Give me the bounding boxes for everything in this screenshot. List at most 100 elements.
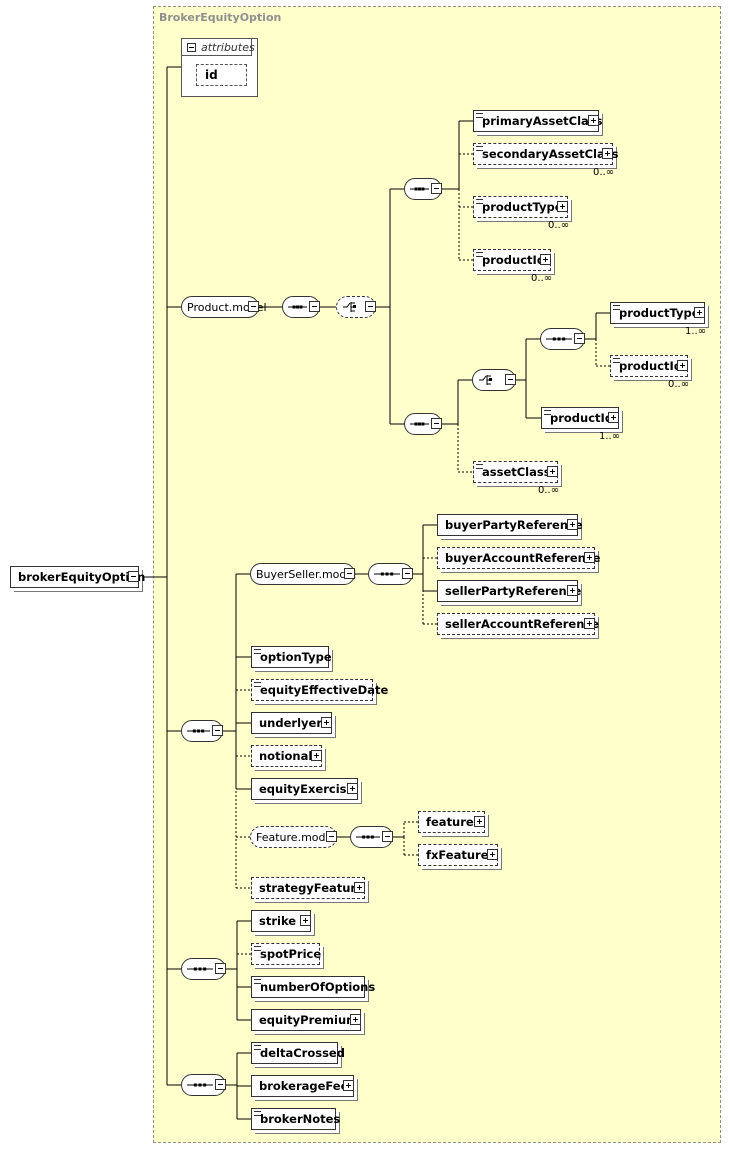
element-sellerAccountReference[interactable]: sellerAccountReference [437,613,599,635]
node-label: strike [259,914,297,928]
element-brokerageFee[interactable]: brokerageFee [251,1075,354,1097]
element-brokerEquityOption[interactable]: brokerEquityOption [10,566,145,588]
expand-icon[interactable] [321,717,332,728]
documentation-icon [254,979,261,984]
element-buyerAccountReference[interactable]: buyerAccountReference [437,547,600,569]
element-numberOfOptions[interactable]: numberOfOptions [251,976,375,998]
sequence-icon [356,835,380,839]
element-notional[interactable]: notional [251,745,322,767]
documentation-icon [613,305,620,310]
collapse-icon[interactable] [431,183,442,194]
collapse-icon[interactable] [212,725,223,736]
element-strike[interactable]: strike [251,910,311,932]
expand-icon[interactable] [540,254,551,265]
cardinality-label: 0..∞ [548,220,570,231]
element-spotPrice[interactable]: spotPrice [251,943,321,965]
node-label: underlyer [259,716,322,730]
node-label: equityExercise [259,782,355,796]
expand-icon[interactable] [547,466,558,477]
node-label: optionType [260,650,332,664]
expand-icon[interactable] [557,201,568,212]
expand-icon[interactable] [677,360,688,371]
choice-icon [479,375,492,385]
expand-icon[interactable] [474,816,485,827]
collapse-icon[interactable] [215,1079,226,1090]
element-sellerPartyReference[interactable]: sellerPartyReference [437,580,581,602]
node-label: Feature.model [256,831,336,844]
node-label: Product.model [187,301,267,314]
expand-icon[interactable] [300,915,311,926]
group-Feature.model[interactable]: Feature.model [250,826,337,848]
element-deltaCrossed[interactable]: deltaCrossed [251,1042,345,1064]
collapse-icon[interactable] [365,301,376,312]
expand-icon[interactable] [350,1014,361,1025]
element-productId[interactable]: productId [473,249,551,271]
element-brokerNotes[interactable]: brokerNotes [251,1108,340,1130]
documentation-icon [476,199,483,204]
documentation-icon [476,113,483,118]
element-fxFeature[interactable]: fxFeature [418,844,498,866]
sequence-icon [410,422,429,426]
collapse-icon[interactable] [248,301,259,312]
collapse-icon[interactable] [382,831,393,842]
sequence-icon [374,572,400,576]
collapse-icon[interactable] [505,374,516,385]
expand-icon[interactable] [602,148,613,159]
expand-icon[interactable] [588,115,599,126]
node-label: productType [482,200,563,214]
attributes-label: attributes [201,41,255,54]
element-equityPremium[interactable]: equityPremium [251,1009,361,1031]
expand-icon[interactable] [347,783,358,794]
element-secondaryAssetClass[interactable]: secondaryAssetClass [473,143,618,165]
collapse-icon[interactable] [128,571,139,582]
element-productId[interactable]: productId [610,355,688,377]
element-strategyFeature[interactable]: strategyFeature [251,877,365,899]
sequence-icon [187,967,213,971]
collapse-icon[interactable] [344,568,355,579]
expand-icon[interactable] [584,618,595,629]
collapse-icon[interactable] [215,963,226,974]
expand-icon[interactable] [694,307,705,318]
sequence-icon [410,187,429,191]
collapse-icon[interactable] [309,301,320,312]
element-productType[interactable]: productType [473,196,568,218]
expand-icon[interactable] [487,849,498,860]
documentation-icon [254,1045,261,1050]
element-optionType[interactable]: optionType [251,646,332,668]
choice-icon [343,302,356,312]
group-Product.model[interactable]: Product.model [181,296,267,318]
sequence-icon [546,337,572,341]
attribute-id[interactable]: id [196,64,247,86]
documentation-icon [476,464,483,469]
element-assetClass[interactable]: assetClass [473,461,558,483]
element-primaryAssetClass[interactable]: primaryAssetClass [473,110,602,132]
expand-icon[interactable] [567,519,578,530]
element-equityEffectiveDate[interactable]: equityEffectiveDate [251,679,388,701]
expand-icon[interactable] [584,552,595,563]
element-buyerPartyReference[interactable]: buyerPartyReference [437,514,583,536]
expand-icon[interactable] [311,750,322,761]
attributes-header[interactable]: attributes [181,38,255,56]
expand-icon[interactable] [343,1080,354,1091]
node-label: buyerAccountReference [445,551,601,565]
group-BuyerSeller.model[interactable]: BuyerSeller.model [250,563,356,585]
documentation-icon [254,1111,261,1116]
seq-compositor[interactable] [181,1074,226,1096]
element-equityExercise[interactable]: equityExercise [251,778,358,800]
expand-icon[interactable] [354,882,365,893]
collapse-icon[interactable] [326,831,337,842]
node-label: brokerageFee [259,1079,349,1093]
documentation-icon [613,358,620,363]
collapse-icon[interactable] [431,418,442,429]
expand-icon[interactable] [608,412,619,423]
collapse-icon[interactable] [402,568,413,579]
element-feature[interactable]: feature [418,811,485,833]
node-label: sellerAccountReference [445,617,600,631]
panel-title: BrokerEquityOption [159,11,282,24]
element-underlyer[interactable]: underlyer [251,712,332,734]
collapse-icon[interactable] [574,333,585,344]
expand-icon[interactable] [567,585,578,596]
documentation-icon [476,252,483,257]
collapse-icon[interactable] [187,43,196,52]
element-productType[interactable]: productType [610,302,705,324]
